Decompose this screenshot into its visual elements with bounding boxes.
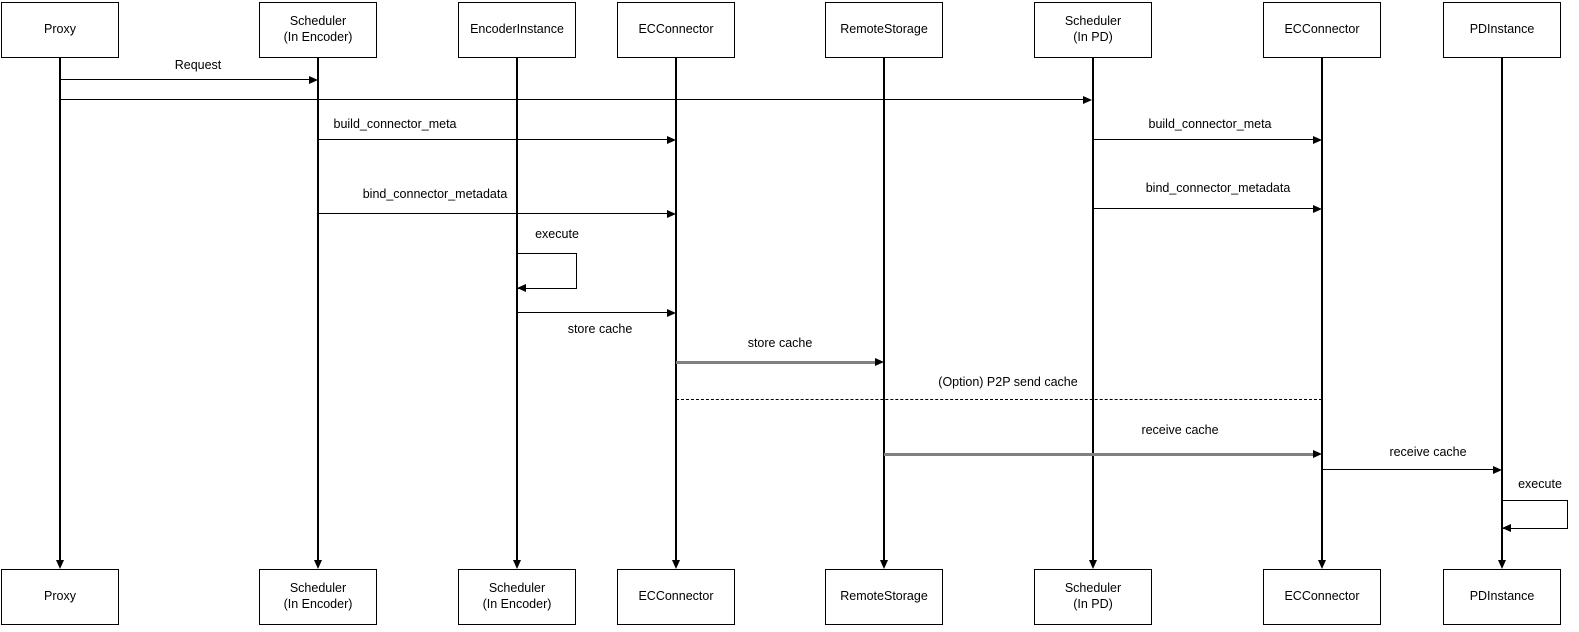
lifeline-arrowhead-icon	[879, 560, 888, 569]
message-arrowhead-icon	[1313, 204, 1322, 213]
message-label-bind-connector-metadata-pd: bind_connector_metadata	[1143, 181, 1293, 195]
lifeline-arrowhead-icon	[1317, 560, 1326, 569]
participant-bottom-ecconnector-pd: ECConnector	[1263, 569, 1381, 625]
message-line-proxy-to-scheduler-pd	[60, 99, 1084, 100]
message-line-store-cache-remote	[676, 361, 875, 364]
lifeline-proxy	[59, 58, 61, 561]
self-loop-execute-pd	[1502, 500, 1568, 529]
lifeline-arrowhead-icon	[55, 560, 64, 569]
participant-bottom-pdinstance: PDInstance	[1443, 569, 1561, 625]
participant-bottom-remotestorage: RemoteStorage	[825, 569, 943, 625]
lifeline-remotestorage	[883, 58, 885, 561]
participant-top-scheduler-pd: Scheduler (In PD)	[1034, 2, 1152, 58]
message-arrowhead-icon	[1313, 135, 1322, 144]
message-line-p2p-send-cache	[676, 399, 1322, 400]
participant-bottom-scheduler-encoder2: Scheduler (In Encoder)	[458, 569, 576, 625]
message-line-receive-cache-remote	[884, 453, 1313, 456]
lifeline-scheduler-encoder	[317, 58, 319, 561]
message-label-build-connector-meta: build_connector_meta	[331, 117, 459, 131]
message-line-bind-connector-metadata	[318, 213, 668, 214]
participant-bottom-ecconnector: ECConnector	[617, 569, 735, 625]
message-label-request: Request	[172, 58, 224, 72]
message-label-store-cache-encoder: store cache	[565, 322, 635, 336]
message-line-bind-connector-metadata-pd	[1093, 208, 1314, 209]
message-arrowhead-icon	[667, 308, 676, 317]
lifeline-encoder-instance	[516, 58, 518, 561]
participant-bottom-scheduler-pd: Scheduler (In PD)	[1034, 569, 1152, 625]
message-arrowhead-icon	[1502, 523, 1511, 532]
message-line-build-connector-meta	[318, 139, 668, 140]
participant-top-proxy: Proxy	[1, 2, 119, 58]
message-label-bind-connector-metadata: bind_connector_metadata	[360, 187, 510, 201]
message-label-p2p-send-cache: (Option) P2P send cache	[936, 375, 1080, 389]
lifeline-arrowhead-icon	[313, 560, 322, 569]
lifeline-arrowhead-icon	[671, 560, 680, 569]
message-arrowhead-icon	[667, 209, 676, 218]
message-arrowhead-icon	[517, 283, 526, 292]
participant-top-remotestorage: RemoteStorage	[825, 2, 943, 58]
message-label-store-cache-remote: store cache	[745, 336, 815, 350]
participant-bottom-proxy: Proxy	[1, 569, 119, 625]
message-line-build-connector-meta-pd	[1093, 139, 1314, 140]
participant-top-ecconnector-pd: ECConnector	[1263, 2, 1381, 58]
message-arrowhead-icon	[309, 75, 318, 84]
lifeline-scheduler-pd	[1092, 58, 1094, 561]
message-line-store-cache-encoder	[517, 312, 668, 313]
lifeline-arrowhead-icon	[1088, 560, 1097, 569]
participant-top-encoder-instance: EncoderInstance	[458, 2, 576, 58]
message-arrowhead-icon	[875, 358, 884, 366]
lifeline-arrowhead-icon	[512, 560, 521, 569]
message-label-receive-cache-remote: receive cache	[1139, 423, 1221, 437]
message-line-receive-cache-pd	[1322, 469, 1493, 470]
self-loop-execute-encoder	[517, 253, 577, 289]
participant-bottom-scheduler-encoder: Scheduler (In Encoder)	[259, 569, 377, 625]
lifeline-arrowhead-icon	[1497, 560, 1506, 569]
lifeline-pdinstance	[1501, 58, 1503, 561]
message-label-execute-encoder: execute	[533, 227, 581, 241]
message-label-receive-cache-pd: receive cache	[1387, 445, 1469, 459]
participant-top-pdinstance: PDInstance	[1443, 2, 1561, 58]
message-arrowhead-icon	[1313, 450, 1322, 458]
message-arrowhead-icon	[667, 135, 676, 144]
participant-top-ecconnector: ECConnector	[617, 2, 735, 58]
message-label-execute-pd: execute	[1516, 477, 1564, 491]
message-line-request	[60, 79, 310, 80]
message-arrowhead-icon	[1493, 465, 1502, 474]
message-arrowhead-icon	[1083, 95, 1092, 104]
participant-top-scheduler-encoder: Scheduler (In Encoder)	[259, 2, 377, 58]
lifeline-ecconnector-pd	[1321, 58, 1323, 561]
message-label-build-connector-meta-pd: build_connector_meta	[1146, 117, 1274, 131]
